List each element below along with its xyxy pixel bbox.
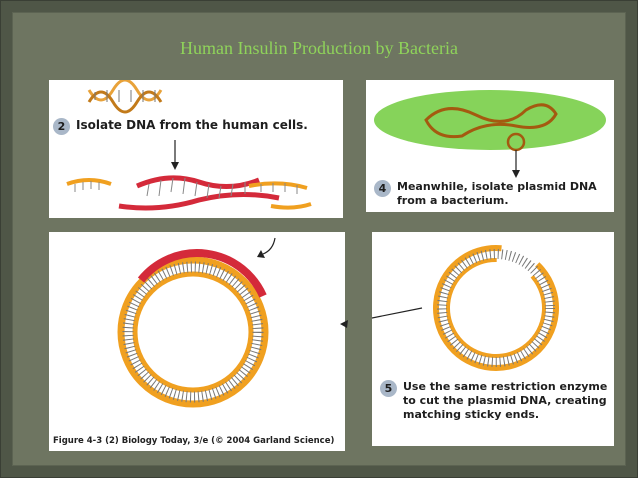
bacterium-illustration [374, 90, 606, 178]
cut-plasmid-illustration [372, 245, 559, 371]
plasmid-ring-outer [117, 256, 269, 408]
step-4-line-2: from a bacterium. [397, 194, 509, 207]
step-5-line-1: Use the same restriction enzyme [403, 380, 608, 393]
plasmid-ring-inner [132, 271, 254, 393]
panel-cut-plasmid: 5 Use the same restriction enzyme to cut… [372, 232, 614, 446]
step-5-line-2: to cut the plasmid DNA, creating [403, 394, 607, 407]
dna-fragments [66, 175, 312, 211]
recombinant-plasmid-illustration [117, 237, 276, 408]
step-4-line-1: Meanwhile, isolate plasmid DNA [397, 180, 597, 193]
cut-plasmid-ring-outer [433, 245, 559, 371]
arrow-down-icon [512, 170, 520, 178]
step-5-label: 5 Use the same restriction enzyme to cut… [380, 380, 607, 422]
cut-plasmid-ring-inner [446, 258, 546, 358]
panel-isolate-plasmid: 4 Meanwhile, isolate plasmid DNA from a … [366, 80, 614, 212]
figure-caption: Figure 4-3 (2) Biology Today, 3/e (© 200… [53, 436, 335, 446]
step-4-label: 4 Meanwhile, isolate plasmid DNA from a … [374, 180, 597, 208]
human-dna-insert [137, 249, 267, 298]
chromosome-loop [424, 103, 558, 139]
step-5-line-3: matching sticky ends. [403, 408, 540, 421]
human-dna-illustration [66, 80, 312, 211]
step-2-text: Isolate DNA from the human cells. [76, 118, 308, 132]
step-2-label: 2 Isolate DNA from the human cells. [53, 118, 308, 135]
step-2-number: 2 [53, 118, 70, 135]
step-4-number: 4 [374, 180, 391, 197]
slide-title: Human Insulin Production by Bacteria [180, 38, 458, 58]
double-helix-icon [87, 80, 163, 114]
arrow-icon [257, 250, 265, 258]
base-pair-ticks [122, 261, 264, 403]
panel-isolate-human-dna: 2 Isolate DNA from the human cells. [49, 80, 343, 218]
step-5-number: 5 [380, 380, 397, 397]
panel-recombinant-plasmid: Figure 4-3 (2) Biology Today, 3/e (© 200… [49, 232, 345, 451]
arrow-down-icon [171, 162, 179, 170]
base-pair-ticks [437, 249, 555, 367]
